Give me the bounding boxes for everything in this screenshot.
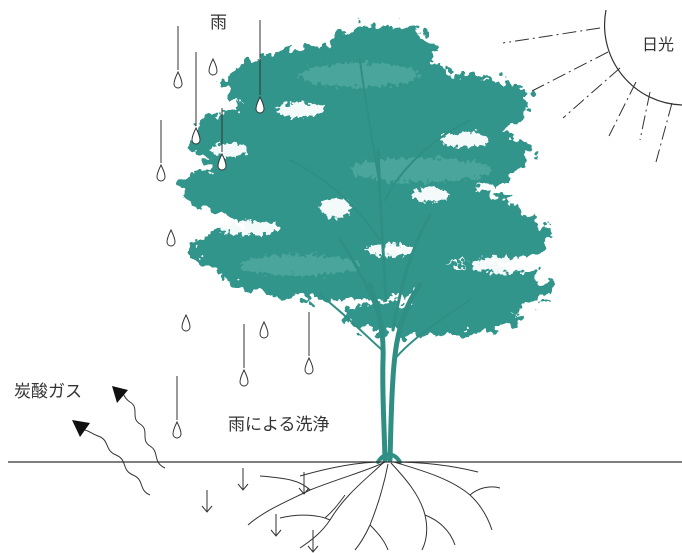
tree-roots [247, 461, 501, 551]
raindrop-icon [156, 163, 166, 182]
raindrop-icon [259, 320, 269, 339]
raindrop-icon [191, 126, 201, 145]
arrow-down-icon [270, 514, 282, 537]
rain-washing-label: 雨による洗浄 [228, 415, 330, 435]
carbon-dioxide-label: 炭酸ガス [14, 382, 82, 402]
raindrop-icon [239, 368, 249, 387]
raindrop-icon [166, 228, 176, 247]
raindrops [156, 20, 314, 439]
carbon-dioxide-arrows [72, 386, 166, 496]
soil-arrows [201, 468, 319, 553]
sunlight-rays [502, 27, 673, 163]
sunlight-label: 日光 [642, 35, 675, 54]
arrow-down-icon [237, 468, 249, 491]
tree-trunk [289, 59, 471, 464]
rain-label: 雨 [210, 13, 227, 33]
arrow-down-icon [307, 530, 319, 553]
raindrop-icon [181, 313, 191, 332]
arrow-up-icon [112, 386, 128, 403]
tree-foliage [180, 25, 550, 336]
raindrop-icon [217, 152, 227, 171]
raindrop-icon [208, 57, 218, 76]
raindrop-icon [173, 70, 183, 89]
arrow-up-icon [72, 420, 90, 437]
sun-icon [603, 9, 682, 106]
arrow-down-icon [201, 490, 213, 513]
raindrop-icon [255, 95, 265, 114]
raindrop-icon [172, 420, 182, 439]
arrow-down-icon [298, 472, 310, 495]
raindrop-icon [304, 356, 314, 375]
